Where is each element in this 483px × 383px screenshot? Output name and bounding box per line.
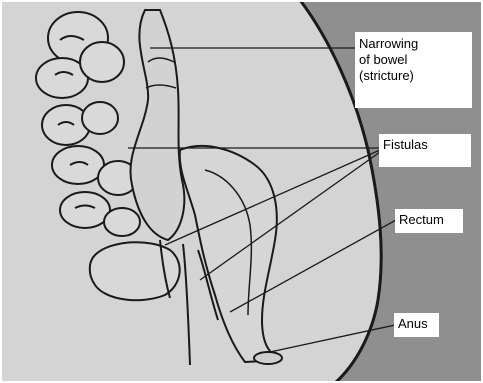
label-narrowing-of-bowel: Narrowing of bowel (stricture) bbox=[355, 32, 472, 108]
pelvic-pouch bbox=[90, 242, 180, 300]
label-rectum: Rectum bbox=[395, 209, 463, 233]
label-anus: Anus bbox=[394, 313, 439, 337]
anus bbox=[254, 352, 282, 364]
label-fistulas: Fistulas bbox=[379, 134, 471, 167]
